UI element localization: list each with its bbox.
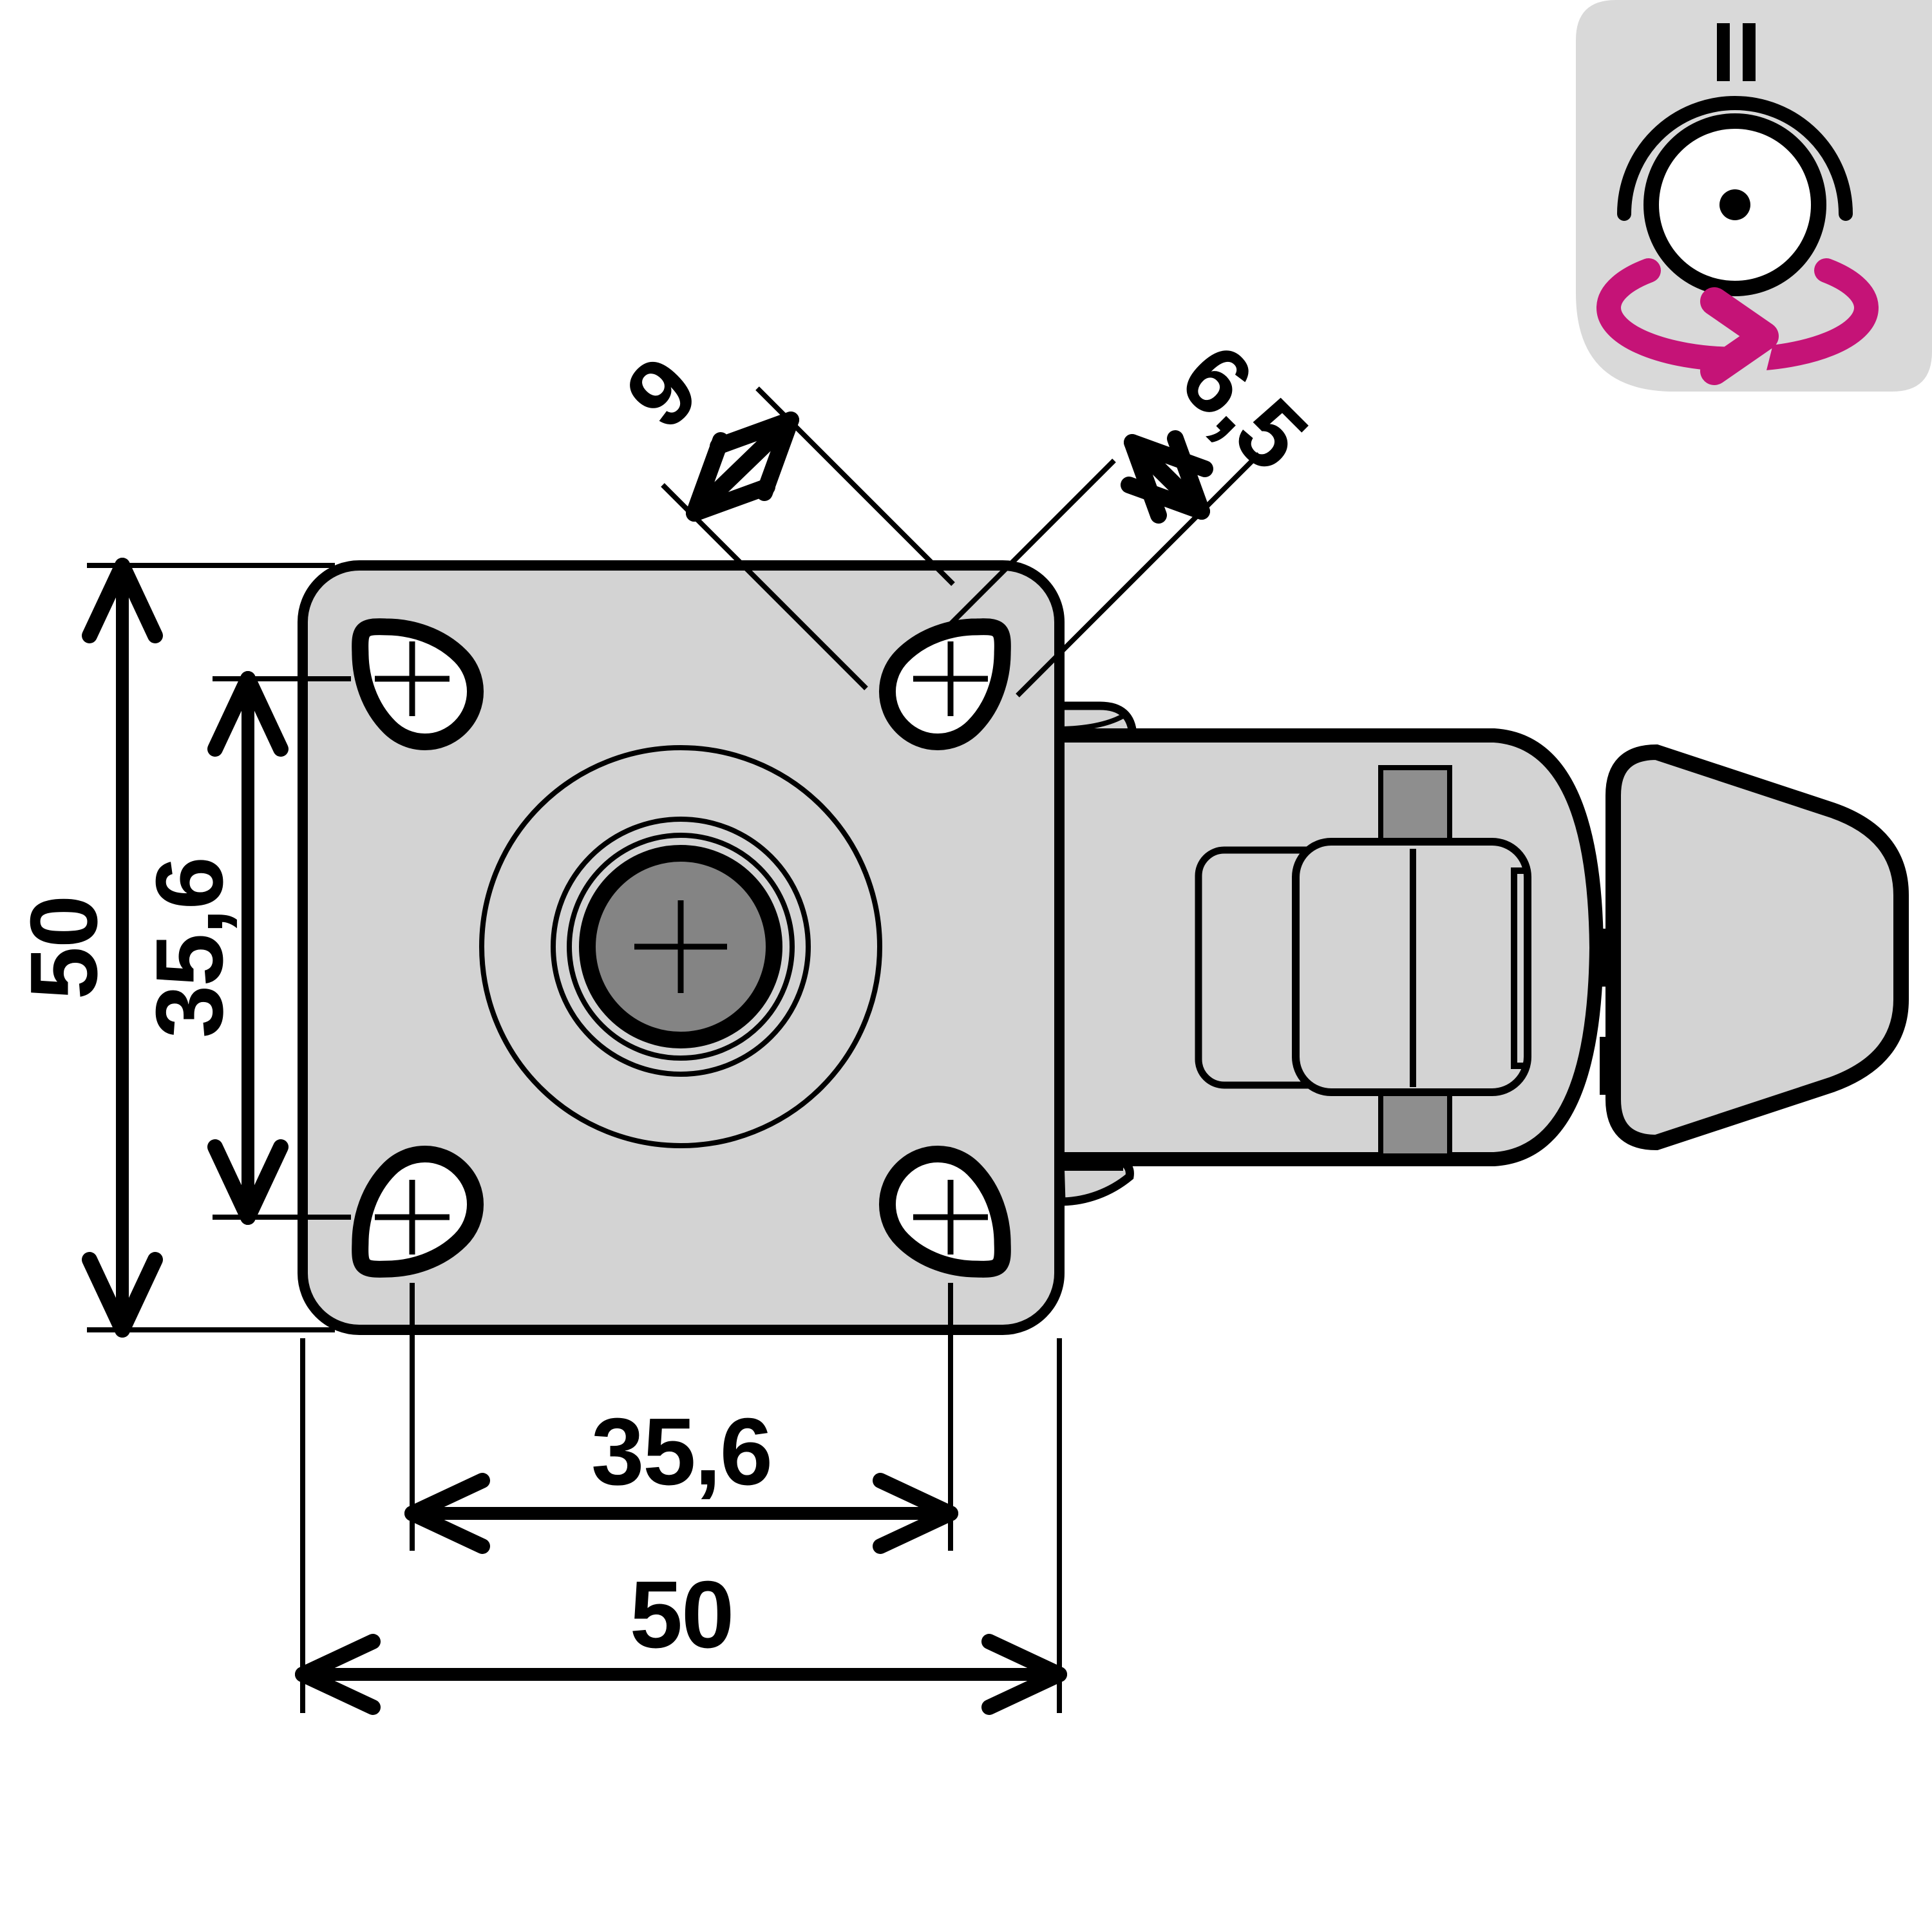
dim-hole-spacing-vertical-label: 35,6 — [137, 858, 243, 1038]
dim-plate-width: 50 — [295, 1562, 1067, 1715]
hub-inner-circle — [567, 833, 795, 1061]
dim-hole-spacing-vertical: 35,6 — [137, 671, 289, 1225]
hub-retainer-bracket — [1511, 867, 1528, 1069]
dim-slot-length-label: 9 — [606, 337, 717, 449]
axle-key-bottom — [1378, 1089, 1452, 1159]
mounting-plate — [298, 560, 1065, 1335]
dim-hole-spacing-horizontal-label: 35,6 — [591, 1399, 772, 1505]
bolt-slot-bottom-right — [879, 1146, 1011, 1278]
wheel — [1605, 744, 1909, 1151]
bolt-slot-top-right — [879, 618, 1011, 750]
dim-plate-height-label: 50 — [11, 896, 117, 1000]
hub-outer-circle — [479, 745, 882, 1148]
kingpin-hub — [479, 745, 882, 1148]
swivel-arrowhead — [1700, 287, 1779, 385]
dim-slot-length: 9 — [606, 337, 799, 522]
bolt-slot-crosses — [375, 641, 988, 1255]
icon-fork-arc — [1617, 96, 1853, 221]
hub-mid-circle — [551, 817, 811, 1077]
bolt-slots — [352, 618, 1011, 1278]
dim-plate-width-label: 50 — [630, 1562, 734, 1668]
icon-wheel-hub-dot — [1719, 189, 1750, 220]
bolt-slot-top-left — [352, 618, 484, 750]
axle-key-top — [1378, 765, 1452, 846]
dim-hole-spacing-horizontal: 35,6 — [404, 1399, 958, 1554]
bolt-slot-bottom-left — [352, 1146, 484, 1278]
caster-side-assembly — [1049, 701, 1909, 1206]
dim-plate-height: 50 — [11, 558, 163, 1338]
swivel-caster-icon — [1576, 0, 1932, 392]
